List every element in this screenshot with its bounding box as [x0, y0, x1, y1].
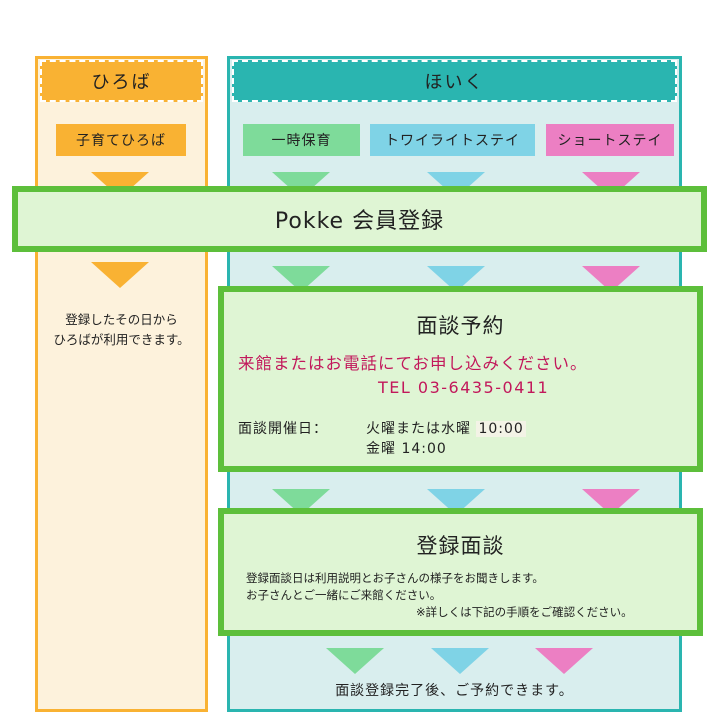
interview-dates-line1: 火曜または水曜 10:00 — [366, 418, 526, 438]
registration-interview-step: 登録面談 登録面談日は利用説明とお子さんの様子をお聞きします。 お子さんとご一緒… — [218, 508, 703, 636]
hiroba-note-line: ひろばが利用できます。 — [53, 332, 190, 347]
interview-days: 火曜または水曜 — [366, 421, 471, 437]
hiroba-header: ひろば — [40, 60, 203, 102]
interview-title: 面談予約 — [416, 314, 505, 338]
interview-booking-step: 面談予約 来館またはお電話にてお申し込みください。 TEL 03-6435-04… — [218, 286, 703, 472]
interview-dates-line2: 金曜 14:00 — [366, 441, 447, 457]
toroku-title: 登録面談 — [416, 534, 505, 558]
phone-number: TEL 03-6435-0411 — [378, 378, 550, 397]
final-note: 面談登録完了後、ご予約できます。 — [335, 683, 574, 699]
hiroba-note-line: 登録したその日から — [65, 312, 178, 327]
interview-time: 10:00 — [476, 421, 526, 437]
arrow-down-icon — [326, 648, 384, 674]
pokke-register-step: Pokke 会員登録 — [12, 186, 707, 252]
arrow-down-icon — [431, 648, 489, 674]
toroku-text-line: 登録面談日は利用説明とお子さんの様子をお聞きします。 — [246, 571, 544, 585]
hiroba-column — [35, 56, 208, 712]
service-ichiji-hoiku: 一時保育 — [243, 124, 360, 156]
arrow-down-icon — [91, 262, 149, 288]
toroku-text-line: ※詳しくは下記の手順をご確認ください。 — [416, 605, 633, 619]
toroku-text-line: お子さんとご一緒にご来館ください。 — [246, 588, 442, 602]
contact-text: 来館またはお電話にてお申し込みください。 — [238, 354, 588, 373]
hoiku-header: ほいく — [232, 60, 677, 102]
hiroba-note: 登録したその日から ひろばが利用できます。 — [40, 310, 203, 350]
service-twilight-stay: トワイライトステイ — [370, 124, 535, 156]
service-short-stay: ショートステイ — [546, 124, 674, 156]
service-kosodate-hiroba: 子育てひろば — [56, 124, 186, 156]
interview-dates-label: 面談開催日： — [238, 421, 328, 437]
arrow-down-icon — [535, 648, 593, 674]
